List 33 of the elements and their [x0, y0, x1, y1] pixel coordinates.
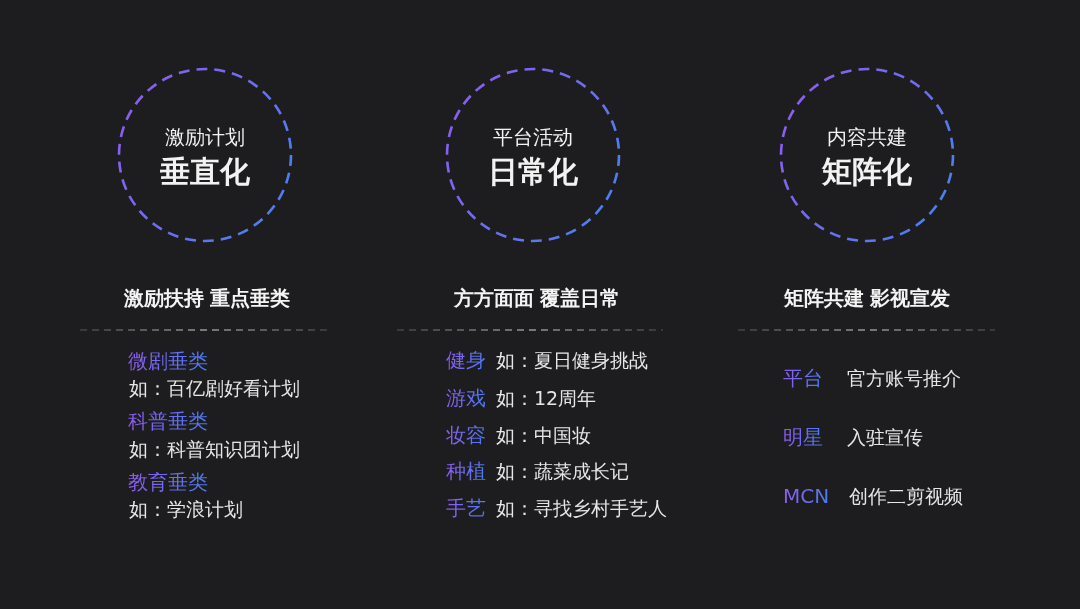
circle-title: 垂直化 — [160, 154, 250, 190]
example-text: 官方账号推介 — [847, 366, 961, 390]
category-label: 游戏 — [446, 386, 486, 410]
example-text: 如：蔬菜成长记 — [496, 459, 629, 483]
circle-title: 矩阵化 — [822, 154, 912, 190]
category-label: 平台 — [783, 366, 823, 390]
example-text: 如：科普知识团计划 — [129, 437, 300, 461]
category-label: 健身 — [446, 348, 486, 372]
category-label: 种植 — [446, 459, 486, 483]
dashed-circle — [779, 67, 955, 243]
circle-subtitle: 激励计划 — [165, 125, 245, 149]
section-heading: 方方面面 覆盖日常 — [453, 286, 621, 310]
example-text: 如：中国妆 — [496, 423, 591, 447]
circle-subtitle: 平台活动 — [493, 125, 573, 149]
category-label: 明星 — [783, 425, 823, 449]
example-text: 入驻宣传 — [847, 425, 923, 449]
circle-subtitle: 内容共建 — [827, 125, 907, 149]
dashed-circle — [117, 67, 293, 243]
category-label: 手艺 — [446, 496, 486, 520]
example-text: 如：寻找乡村手艺人 — [496, 496, 667, 520]
category-label: 妆容 — [446, 423, 486, 447]
category-label: 微剧垂类 — [128, 349, 208, 373]
section-heading: 激励扶持 重点垂类 — [123, 286, 291, 310]
example-text: 如：学浪计划 — [129, 497, 243, 521]
example-text: 如：夏日健身挑战 — [496, 348, 648, 372]
dashed-circle — [445, 67, 621, 243]
section-heading: 矩阵共建 影视宣发 — [783, 286, 951, 310]
example-text: 如：百亿剧好看计划 — [129, 376, 300, 400]
example-text: 如：12周年 — [496, 386, 597, 410]
circle-title: 日常化 — [488, 154, 578, 190]
category-label: 科普垂类 — [128, 409, 208, 433]
example-text: 创作二剪视频 — [849, 484, 963, 508]
category-label: 教育垂类 — [128, 470, 208, 494]
